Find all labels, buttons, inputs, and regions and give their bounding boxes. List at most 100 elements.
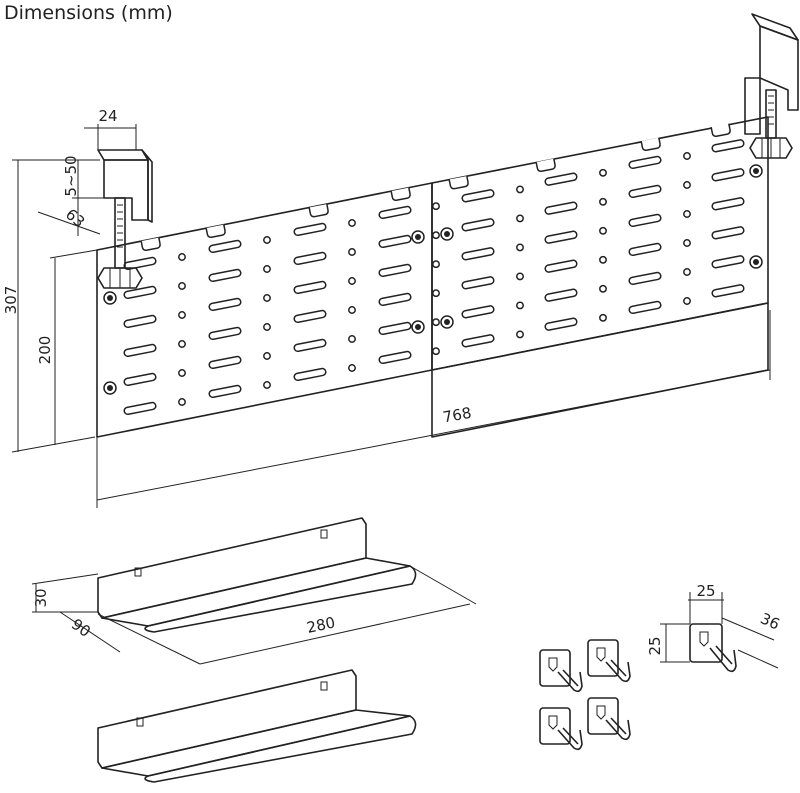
pegboard-slot bbox=[208, 384, 242, 399]
pegboard-slots bbox=[123, 139, 745, 416]
pegboard-top-notch bbox=[390, 187, 411, 202]
pegboard-screw bbox=[440, 227, 454, 241]
pegboard-slot bbox=[711, 226, 745, 240]
pegboard-hole bbox=[178, 311, 186, 319]
pegboard-slot bbox=[123, 343, 157, 358]
pegboard-slot bbox=[544, 172, 578, 186]
pegboard-hole bbox=[683, 239, 691, 247]
pegboard-hole bbox=[683, 181, 691, 189]
pegboard-hole bbox=[348, 306, 356, 314]
pegboard-top-notches bbox=[140, 123, 731, 252]
panel-length-label: 768 bbox=[441, 404, 472, 427]
pegboard-hole bbox=[178, 282, 186, 290]
pegboard-screw bbox=[411, 230, 425, 244]
pegboard-slot bbox=[628, 242, 662, 257]
pegboard-slot bbox=[461, 189, 495, 203]
pegboard-screw bbox=[749, 255, 763, 269]
pegboard-slot bbox=[208, 326, 242, 341]
pegboard-slot bbox=[293, 367, 327, 382]
hook bbox=[539, 707, 583, 751]
pegboard-slot bbox=[544, 230, 578, 244]
pegboard-slot bbox=[208, 297, 242, 312]
hook bbox=[539, 649, 583, 693]
pegboard-slot bbox=[544, 288, 578, 302]
pegboard-slot bbox=[461, 247, 495, 261]
shelf-1 bbox=[97, 517, 417, 633]
pegboard-hole bbox=[683, 152, 691, 160]
pegboard-hole bbox=[516, 301, 524, 310]
pegboard-hole bbox=[516, 243, 524, 252]
pegboard-panel-right bbox=[431, 116, 769, 371]
pegboard-hole bbox=[263, 294, 271, 302]
pegboard-hole bbox=[263, 352, 271, 360]
desk-clamp-left bbox=[97, 149, 153, 289]
pegboard-hole bbox=[178, 398, 186, 406]
pegboard-hole bbox=[683, 297, 691, 305]
pegboard-slot bbox=[628, 271, 662, 286]
panel-height-label: 200 bbox=[36, 336, 54, 365]
pegboard-hole bbox=[263, 381, 271, 389]
pegboard-slot bbox=[378, 292, 412, 307]
pegboard-slot bbox=[628, 155, 662, 170]
shelf-length-label: 280 bbox=[305, 613, 337, 637]
shelf-depth-label: 90 bbox=[68, 615, 94, 641]
pegboard-hole bbox=[432, 202, 440, 211]
pegboard-slot bbox=[293, 309, 327, 324]
pegboard-slot bbox=[378, 205, 412, 220]
pegboard-hole bbox=[178, 253, 186, 261]
pegboard-hole bbox=[348, 364, 356, 372]
pegboard-slot bbox=[208, 268, 242, 283]
dimension-lines-shelf bbox=[31, 565, 477, 665]
pegboard-slot bbox=[544, 317, 578, 331]
pegboard-slot bbox=[293, 338, 327, 353]
pegboard-slot bbox=[123, 314, 157, 329]
pegboard-slot bbox=[711, 284, 745, 298]
pegboard-slot bbox=[711, 168, 745, 182]
pegboard-slot bbox=[711, 139, 745, 153]
pegboard-hole bbox=[599, 255, 607, 264]
shelf-height-label: 30 bbox=[32, 588, 50, 607]
pegboard-screws bbox=[103, 164, 763, 395]
pegboard-hole bbox=[348, 277, 356, 285]
pegboard-hole bbox=[178, 340, 186, 348]
pegboard-hole bbox=[263, 265, 271, 273]
pegboard-hole bbox=[516, 185, 524, 194]
pegboard-hole bbox=[516, 272, 524, 281]
shelf-2 bbox=[97, 669, 417, 783]
pegboard-slot bbox=[461, 305, 495, 319]
pegboard-slot bbox=[544, 201, 578, 215]
pegboard-screw bbox=[440, 315, 454, 329]
total-height-label: 307 bbox=[2, 286, 20, 315]
pegboard-hole bbox=[348, 248, 356, 256]
pegboard-slot bbox=[711, 255, 745, 269]
pegboard-top-flange bbox=[431, 302, 769, 438]
pegboard-slot bbox=[461, 218, 495, 232]
pegboard-hole bbox=[599, 168, 607, 177]
pegboard-slot bbox=[378, 234, 412, 249]
pegboard-top-notch bbox=[308, 203, 329, 218]
pegboard-screw bbox=[749, 164, 763, 178]
hooks-group bbox=[539, 639, 631, 751]
pegboard-top-notch bbox=[205, 224, 226, 239]
dimension-lines-hook bbox=[660, 592, 779, 669]
pegboard-hole bbox=[432, 289, 440, 298]
pegboard-hole bbox=[432, 231, 440, 240]
pegboard-slot bbox=[293, 251, 327, 266]
pegboard-slot bbox=[378, 321, 412, 336]
pegboard-slot bbox=[293, 280, 327, 295]
hook-depth-label: 36 bbox=[758, 609, 783, 633]
pegboard-slot bbox=[711, 197, 745, 211]
pegboard-top-notch bbox=[140, 237, 161, 252]
pegboard-hole bbox=[516, 214, 524, 223]
pegboard-screw bbox=[103, 291, 117, 305]
hook-dimensioned bbox=[689, 623, 737, 673]
pegboard-holes bbox=[178, 152, 691, 406]
dimension-lines-pegboard bbox=[11, 124, 771, 508]
pegboard-panel-left bbox=[96, 182, 433, 438]
hook-width-label: 25 bbox=[696, 582, 715, 600]
pegboard-slot bbox=[123, 285, 157, 300]
pegboard-hole bbox=[432, 260, 440, 269]
pegboard-slot bbox=[123, 401, 157, 416]
pegboard-hole bbox=[432, 347, 440, 356]
